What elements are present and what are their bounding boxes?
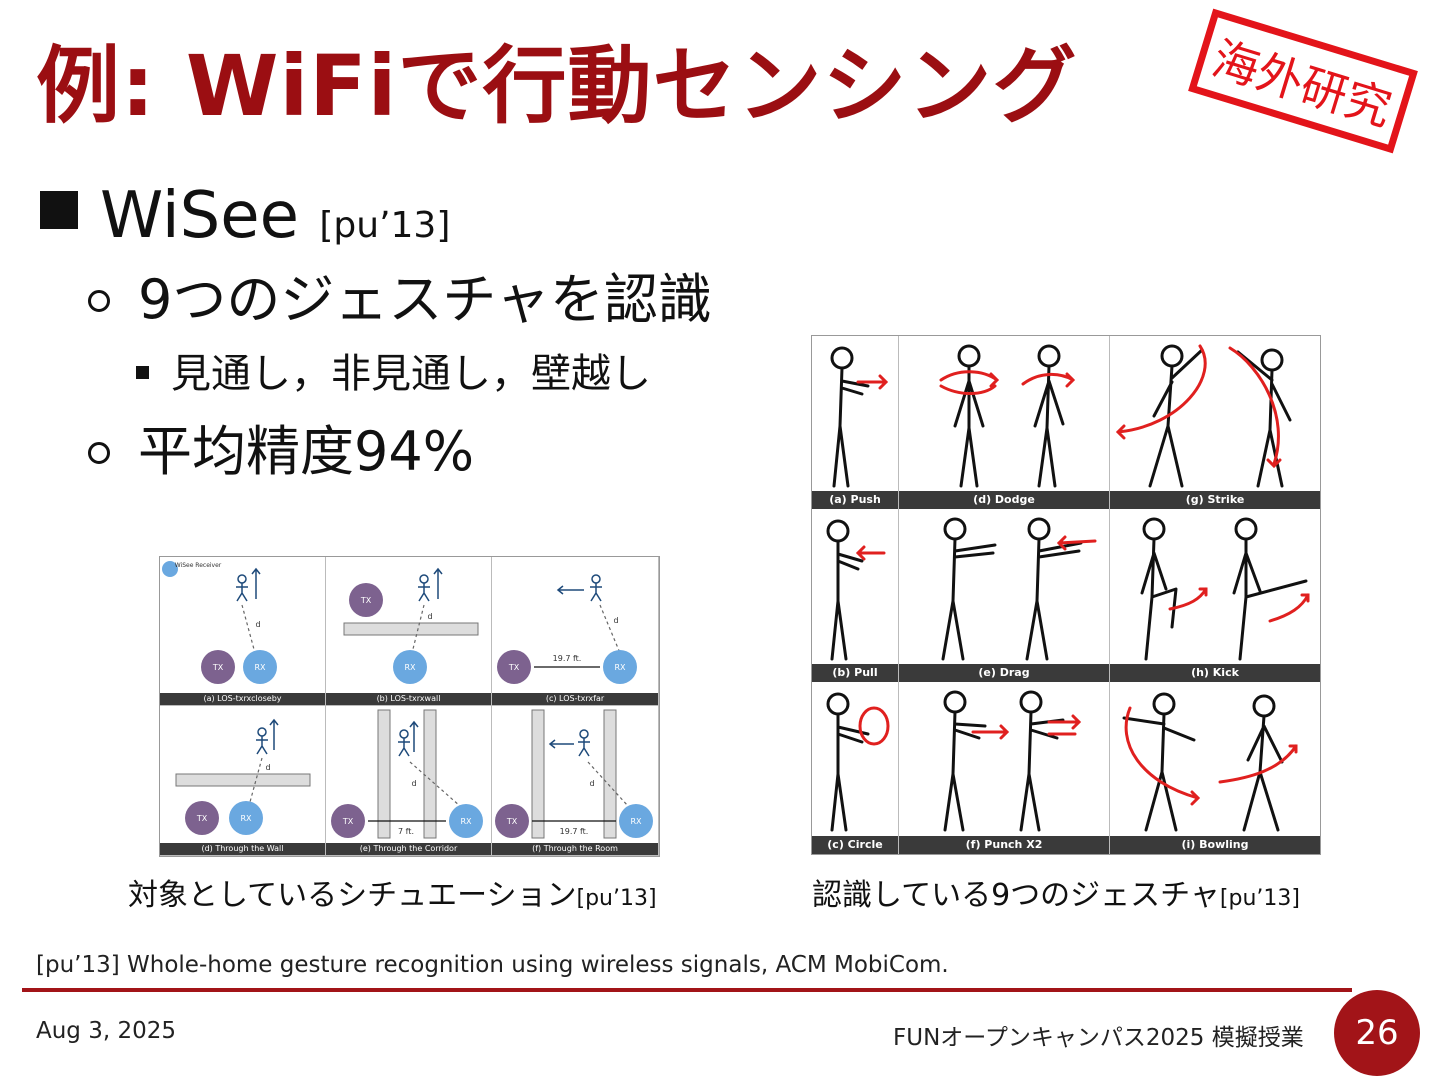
- bullet-wisee-text: WiSee: [100, 179, 300, 253]
- distance-label: d: [411, 779, 416, 788]
- distance-label: d: [427, 612, 432, 621]
- gesture-cell-dodge: (d) Dodge: [899, 336, 1110, 509]
- bullet-gestures: 9つのジェスチャを認識: [88, 268, 712, 333]
- gesture-caption: (i) Bowling: [1110, 836, 1320, 854]
- caption-situations: 対象としているシチュエーション[pu’13]: [128, 870, 657, 914]
- bullet-accuracy-text: 平均精度94%: [138, 420, 475, 483]
- rx-node: RX: [614, 663, 626, 672]
- gesture-cell-punch-x2: (f) Punch X2: [899, 682, 1110, 854]
- distance-label: d: [255, 620, 260, 629]
- situation-panel-d: d TX RX (d) Through the Wall: [160, 706, 326, 856]
- tx-node: TX: [506, 817, 518, 826]
- footer-date: Aug 3, 2025: [36, 1018, 177, 1044]
- tx-node: TX: [342, 817, 354, 826]
- caption-gestures-text: 認識している9つのジェスチャ: [812, 878, 1220, 913]
- bullet-los-conditions: 見通し，非見通し，壁越し: [136, 350, 651, 398]
- situation-figure: WiSee Receiver d TX RX (a) LOS-txrxclose…: [159, 556, 660, 857]
- gesture-figure: (a) Push (d) Dodge (g) Strike (b) Pull: [811, 335, 1321, 855]
- gesture-caption: (e) Drag: [899, 664, 1109, 682]
- square-bullet-icon: [40, 191, 78, 229]
- situation-caption: (e) Through the Corridor: [326, 843, 491, 855]
- small-square-bullet-icon: [136, 366, 149, 379]
- rx-node: RX: [240, 814, 252, 823]
- footer-event: FUNオープンキャンパス2025 模擬授業: [893, 1025, 1304, 1051]
- situation-caption: (a) LOS-txrxcloseby: [160, 693, 325, 705]
- situation-caption: (d) Through the Wall: [160, 843, 325, 855]
- overseas-research-stamp: 海外研究: [1188, 8, 1418, 154]
- gesture-cell-kick: (h) Kick: [1110, 509, 1320, 682]
- circle-bullet-icon: [88, 442, 110, 464]
- caption-gestures: 認識している9つのジェスチャ[pu’13]: [812, 870, 1300, 914]
- page-number-badge: 26: [1334, 990, 1420, 1076]
- bullet-los-text: 見通し，非見通し，壁越し: [171, 351, 651, 397]
- rx-node: RX: [404, 663, 416, 672]
- gesture-cell-bowling: (i) Bowling: [1110, 682, 1320, 854]
- gesture-caption: (h) Kick: [1110, 664, 1320, 682]
- situation-caption: (f) Through the Room: [492, 843, 658, 855]
- bullet-accuracy: 平均精度94%: [88, 420, 474, 485]
- tx-node: TX: [508, 663, 520, 672]
- distance-corridor-label: 7 ft.: [398, 827, 414, 836]
- caption-situations-cite: [pu’13]: [576, 886, 657, 911]
- situation-caption: (c) LOS-txrxfar: [492, 693, 658, 705]
- caption-gestures-cite: [pu’13]: [1219, 886, 1300, 911]
- gesture-cell-push: (a) Push: [812, 336, 899, 509]
- distance-label: d: [613, 616, 618, 625]
- distance-label: d: [589, 779, 594, 788]
- bullet-wisee: WiSee [pu’13]: [40, 178, 450, 255]
- wisee-receiver-legend: WiSee Receiver: [175, 562, 222, 569]
- gesture-cell-pull: (b) Pull: [812, 509, 899, 682]
- gesture-caption: (b) Pull: [812, 664, 898, 682]
- gesture-caption: (d) Dodge: [899, 491, 1109, 509]
- situation-caption: (b) LOS-txrxwall: [326, 693, 491, 705]
- rx-node: RX: [630, 817, 642, 826]
- reference-citation: [pu’13] Whole-home gesture recognition u…: [36, 952, 949, 978]
- situation-panel-c: d TX RX 19.7 ft. (c) LOS-txrxfar: [492, 557, 659, 706]
- rx-node: RX: [254, 663, 266, 672]
- situation-panel-a: WiSee Receiver d TX RX (a) LOS-txrxclose…: [160, 557, 326, 706]
- gesture-caption: (f) Punch X2: [899, 836, 1109, 854]
- tx-node: TX: [212, 663, 224, 672]
- situation-panel-b: TX d RX (b) LOS-txrxwall: [326, 557, 492, 706]
- tx-node: TX: [196, 814, 208, 823]
- caption-situations-text: 対象としているシチュエーション: [128, 878, 577, 913]
- bullet-gestures-text: 9つのジェスチャを認識: [138, 268, 712, 331]
- distance-far-label: 19.7 ft.: [553, 654, 582, 663]
- gesture-cell-strike: (g) Strike: [1110, 336, 1320, 509]
- distance-far-label: 19.7 ft.: [560, 827, 589, 836]
- situation-panel-e: d TX RX 7 ft. (e) Through the Corridor: [326, 706, 492, 856]
- gesture-caption: (a) Push: [812, 491, 898, 509]
- distance-label: d: [265, 763, 270, 772]
- gesture-caption: (c) Circle: [812, 836, 898, 854]
- gesture-cell-drag: (e) Drag: [899, 509, 1110, 682]
- footer-divider: [22, 988, 1352, 992]
- gesture-cell-circle: (c) Circle: [812, 682, 899, 854]
- gesture-caption: (g) Strike: [1110, 491, 1320, 509]
- situation-panel-f: d TX RX 19.7 ft. (f) Through the Room: [492, 706, 659, 856]
- circle-bullet-icon: [88, 290, 110, 312]
- rx-node: RX: [460, 817, 472, 826]
- tx-node: TX: [360, 596, 372, 605]
- bullet-wisee-cite: [pu’13]: [319, 205, 451, 246]
- slide-title: 例: WiFiで行動センシング: [36, 37, 1078, 135]
